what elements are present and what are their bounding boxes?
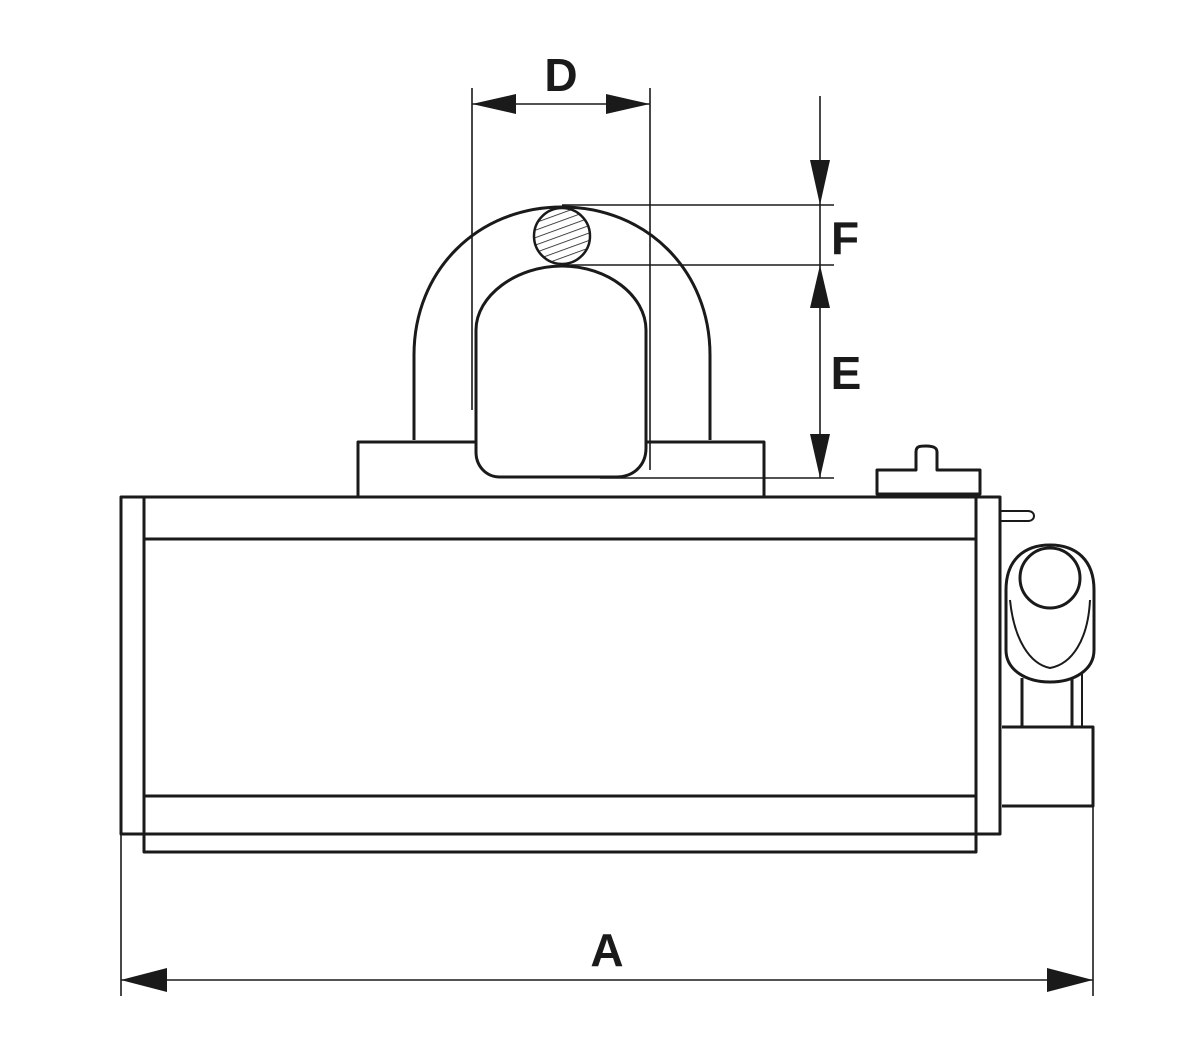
dimension-arrows (121, 94, 1093, 992)
dimension-label-f: F (831, 212, 859, 264)
body-inner (142, 495, 978, 854)
release-lever (1002, 543, 1096, 808)
lever-grip-end (1018, 546, 1082, 610)
lifting-shackle (412, 205, 712, 479)
top-knob (875, 444, 982, 496)
arrow-e-down (810, 434, 830, 478)
lever-housing (1002, 725, 1095, 808)
side-pin (1000, 510, 1035, 522)
dimension-label-d: D (544, 49, 577, 101)
dimension-label-e: E (831, 347, 862, 399)
arrow-a-right (1047, 968, 1093, 992)
arrow-d-right (606, 94, 650, 114)
arrow-f-down (810, 160, 830, 205)
shackle-pin-section (532, 206, 592, 266)
dimension-label-a: A (590, 924, 623, 976)
arrow-d-left (472, 94, 516, 114)
arrow-e-up (810, 265, 830, 308)
arrow-a-left (121, 968, 167, 992)
shackle-inner (474, 264, 648, 479)
body-outer (119, 495, 1002, 836)
lever-grip-body (1004, 543, 1096, 684)
shackle-base-plate (356, 440, 766, 497)
dimension-lines (120, 88, 1094, 996)
magnet-body (119, 495, 1002, 854)
lever-grip-lip (1009, 599, 1091, 669)
